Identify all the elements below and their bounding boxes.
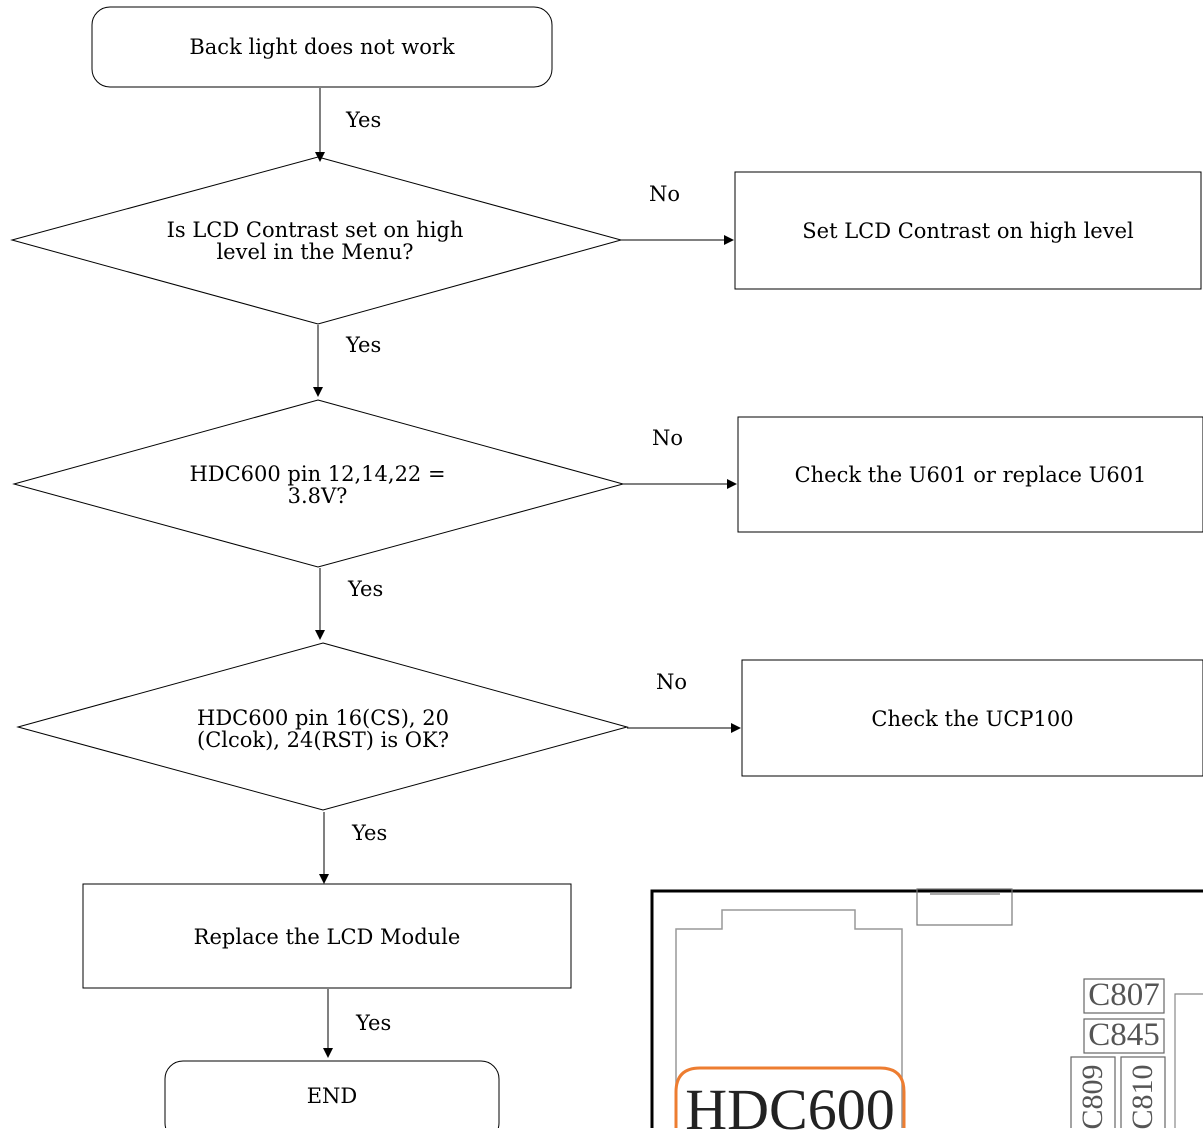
action-1-label: Set LCD Contrast on high level xyxy=(802,219,1134,243)
pcb-right-part-outline xyxy=(1174,993,1203,1128)
decision-3-shape xyxy=(16,642,629,811)
edge-no-label: No xyxy=(656,670,688,694)
decision-1-label: Is LCD Contrast set on high level in the… xyxy=(166,218,464,264)
decision-2-shape xyxy=(12,399,625,568)
c807-label: C807 xyxy=(1088,977,1160,1013)
c810-label: C810 xyxy=(1126,1064,1159,1130)
action-3-shape xyxy=(741,659,1203,777)
c809-label: C809 xyxy=(1076,1064,1109,1130)
action-2-label: Check the U601 or replace U601 xyxy=(794,463,1147,487)
replace-label: Replace the LCD Module xyxy=(193,925,461,949)
edge-yes-label: Yes xyxy=(356,1011,392,1035)
c807-outline xyxy=(1083,978,1165,1014)
hdc600-label: HDC600 xyxy=(685,1077,895,1142)
edge-yes-label: Yes xyxy=(348,577,384,601)
c845-label: C845 xyxy=(1088,1017,1160,1053)
pcb-inset xyxy=(650,888,1203,1128)
action-1-shape xyxy=(734,171,1202,290)
edge-no-label: No xyxy=(652,426,684,450)
edge-yes-label: Yes xyxy=(346,333,382,357)
edge-yes-label: Yes xyxy=(352,821,388,845)
action-3-label: Check the UCP100 xyxy=(871,707,1074,731)
decision-2-label: HDC600 pin 12,14,22 = 3.8V? xyxy=(189,462,446,508)
replace-shape xyxy=(82,883,572,989)
c845-outline xyxy=(1083,1018,1165,1054)
hdc600-highlight xyxy=(674,1066,906,1128)
decision-3-label: HDC600 pin 16(CS), 20 (Clcok), 24(RST) i… xyxy=(197,706,449,752)
start-label: Back light does not work xyxy=(189,35,455,59)
c809-outline xyxy=(1070,1056,1116,1128)
start-terminal-shape xyxy=(91,6,553,88)
pcb-connector-outline xyxy=(675,909,903,1128)
end-terminal-shape xyxy=(164,1060,500,1128)
edge-no-label: No xyxy=(649,182,681,206)
c810-outline xyxy=(1120,1056,1166,1128)
end-label: END xyxy=(306,1084,358,1108)
decision-1-shape xyxy=(10,156,623,325)
pcb-top-part xyxy=(916,888,1013,926)
pcb-frame xyxy=(650,889,1203,1128)
edge-yes-label: Yes xyxy=(346,108,382,132)
action-2-shape xyxy=(737,416,1203,533)
